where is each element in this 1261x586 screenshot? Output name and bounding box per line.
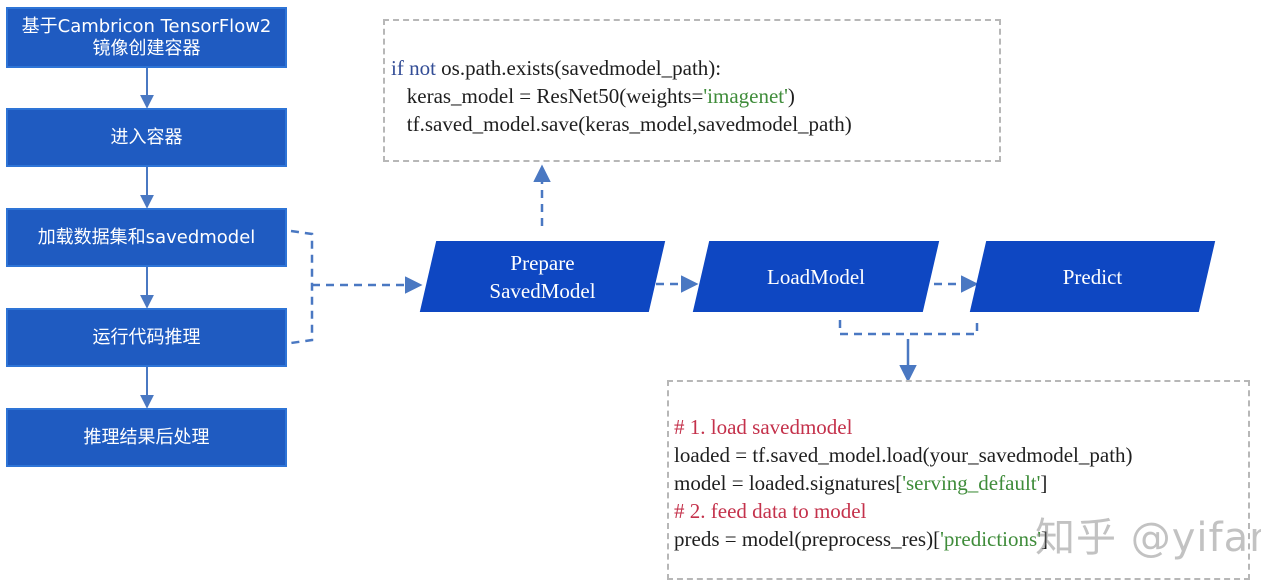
step-run-inference-label: 运行代码推理 <box>92 326 201 348</box>
code-keyword: if not <box>391 56 436 80</box>
stage-predict: Predict <box>969 241 1216 312</box>
code-line: keras_model = ResNet50(weights='imagenet… <box>391 82 999 110</box>
code-box-predict: # 1. load savedmodel loaded = tf.saved_m… <box>667 380 1250 580</box>
code-text: os.path.exists(savedmodel_path): <box>435 56 722 80</box>
stage-loadmodel: LoadModel <box>692 241 940 312</box>
code-text: keras_model = ResNet50(weights= <box>391 84 704 108</box>
watermark: 知乎 @yifan <box>1035 515 1261 561</box>
code-line: model = loaded.signatures['serving_defau… <box>674 469 1248 497</box>
code-line: tf.saved_model.save(keras_model,savedmod… <box>391 112 852 136</box>
code-text: ] <box>1040 471 1048 495</box>
code-string: 'predictions' <box>940 527 1041 551</box>
step-postprocess: 推理结果后处理 <box>6 408 287 467</box>
code-string: 'imagenet' <box>703 84 788 108</box>
code-comment: # 1. load savedmodel <box>674 415 853 439</box>
code-text: ] <box>1040 527 1048 551</box>
step-run-inference: 运行代码推理 <box>6 308 287 367</box>
code-text: model = loaded.signatures[ <box>674 471 903 495</box>
code-line: loaded = tf.saved_model.load(your_savedm… <box>674 443 1133 467</box>
step-create-container: 基于Cambricon TensorFlow2 镜像创建容器 <box>6 7 287 68</box>
dashed-connectors <box>290 164 979 345</box>
step-postprocess-label: 推理结果后处理 <box>83 426 210 448</box>
stage-prepare-line1: Prepare <box>510 250 575 275</box>
bracket-steps-3-4 <box>290 229 314 345</box>
code-comment: # 2. feed data to model <box>674 499 867 523</box>
step-enter-container-label: 进入容器 <box>110 126 183 148</box>
step-load-dataset: 加载数据集和savedmodel <box>6 208 287 267</box>
code-string: 'serving_default' <box>902 471 1041 495</box>
stage-loadmodel-label: LoadModel <box>767 264 865 289</box>
step-create-container-line2: 镜像创建容器 <box>92 37 201 59</box>
code-text: preds = model(preprocess_res)[ <box>674 527 941 551</box>
stage-predict-label: Predict <box>1062 264 1123 289</box>
step-create-container-line1: 基于Cambricon TensorFlow2 <box>21 15 272 37</box>
code-line: if not os.path.exists(savedmodel_path): <box>391 54 999 82</box>
step-enter-container: 进入容器 <box>6 108 287 167</box>
step-load-dataset-label: 加载数据集和savedmodel <box>37 226 256 248</box>
stage-prepare-line2: SavedModel <box>489 278 596 303</box>
bracket-load-predict <box>838 320 979 336</box>
code-text: ) <box>787 84 795 108</box>
stage-prepare-savedmodel: Prepare SavedModel <box>419 241 666 312</box>
code-box-prepare: if not os.path.exists(savedmodel_path): … <box>383 19 1001 162</box>
code-line: preds = model(preprocess_res)['predictio… <box>674 525 1248 553</box>
